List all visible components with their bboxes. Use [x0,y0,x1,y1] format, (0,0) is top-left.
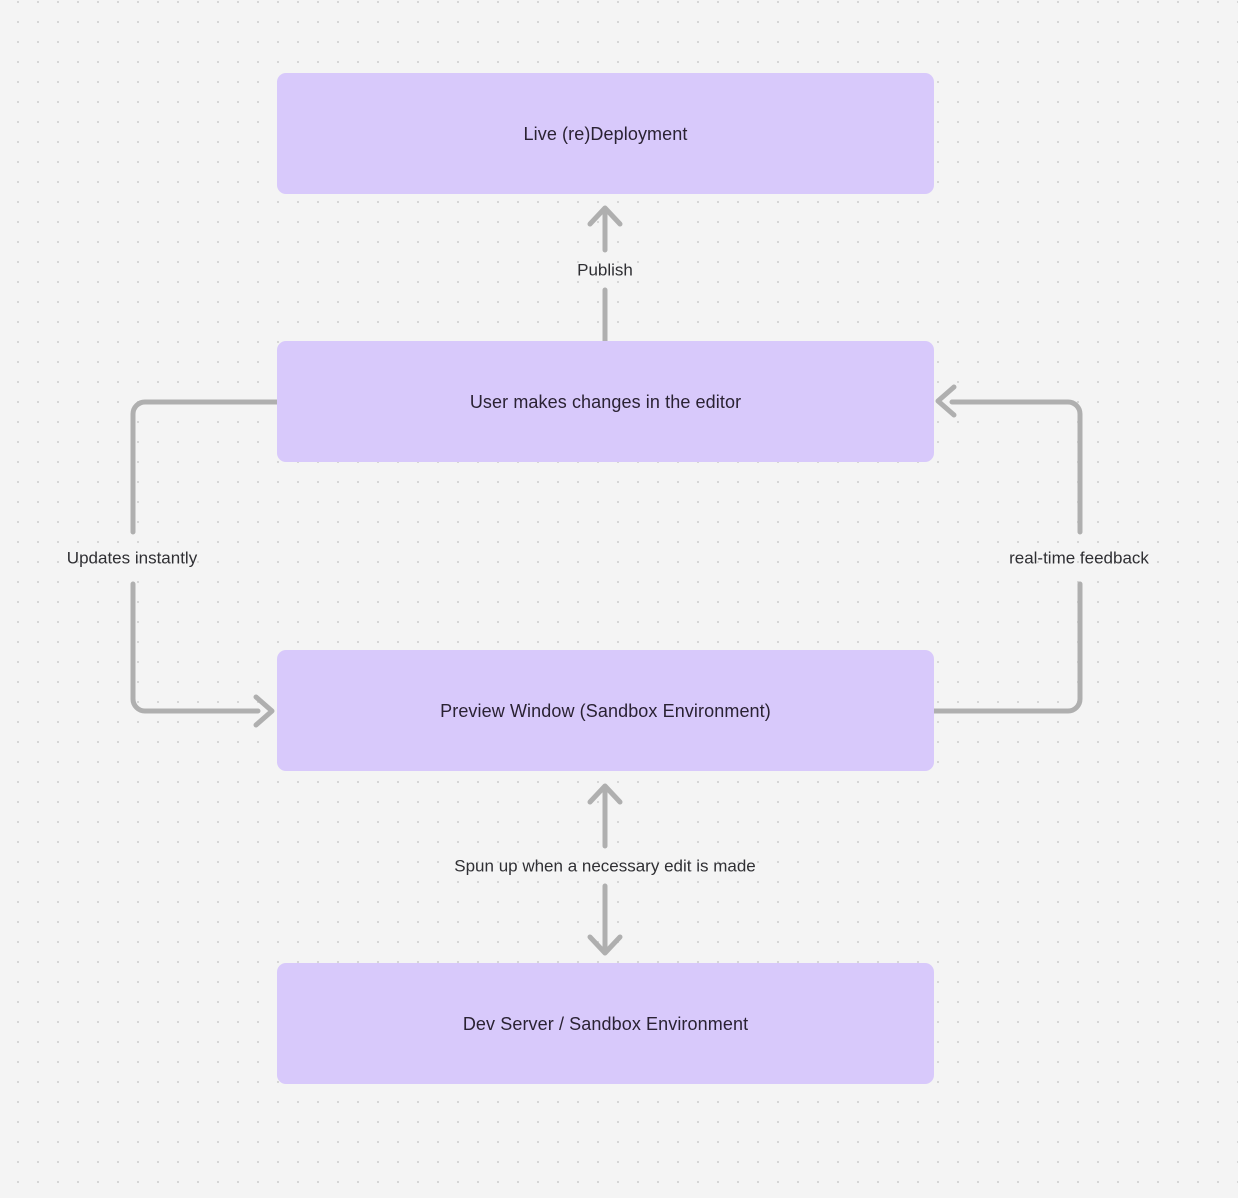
node-label: User makes changes in the editor [469,391,742,412]
node-live-redeployment[interactable]: Live (re)Deployment [277,73,934,194]
node-label: Dev Server / Sandbox Environment [462,1013,749,1034]
edge-label-updates-instantly: Updates instantly [66,548,198,568]
node-label: Preview Window (Sandbox Environment) [440,700,771,721]
node-label: Live (re)Deployment [523,123,688,144]
node-user-makes-changes[interactable]: User makes changes in the editor [277,341,934,462]
node-preview-window[interactable]: Preview Window (Sandbox Environment) [277,650,934,771]
edge-label-spun-up: Spun up when a necessary edit is made [454,856,756,876]
edge-label-real-time-feedback: real-time feedback [1009,548,1149,568]
node-dev-server[interactable]: Dev Server / Sandbox Environment [277,963,934,1084]
edge-label-publish: Publish [577,260,633,280]
